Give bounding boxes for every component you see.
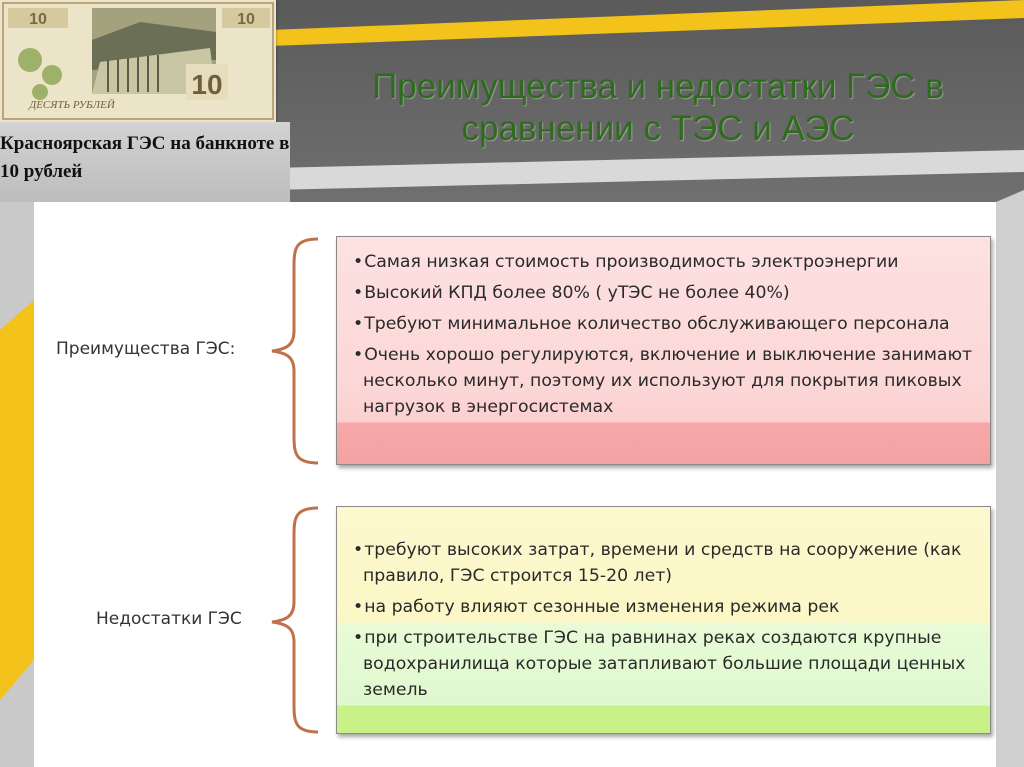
advantage-item-4: Очень хорошо регулируются, включение и в… [345, 342, 985, 420]
caption-box [0, 122, 290, 202]
disadvantage-item-2: на работу влияют сезонные изменения режи… [345, 594, 985, 620]
disadvantage-item-3: при строительстве ГЭС на равнинах реках … [345, 625, 985, 703]
advantages-card: Самая низкая стоимость производимость эл… [336, 236, 991, 465]
disadvantages-card: требуют высоких затрат, времени и средст… [336, 506, 991, 734]
advantage-item-1: Самая низкая стоимость производимость эл… [345, 249, 985, 275]
slide-title: Преимущества и недостатки ГЭС в сравнени… [372, 67, 944, 148]
advantages-brace [271, 237, 319, 465]
banknote-caption: Красноярская ГЭС на банкноте в 10 рублей [0, 133, 290, 182]
disadvantage-item-1: требуют высоких затрат, времени и средст… [345, 537, 985, 589]
svg-text:10: 10 [237, 11, 255, 28]
advantages-label: Преимущества ГЭС: [56, 339, 236, 359]
disadvantages-brace [271, 506, 319, 734]
svg-text:10: 10 [191, 69, 222, 100]
svg-text:ДЕСЯТЬ РУБЛЕЙ: ДЕСЯТЬ РУБЛЕЙ [28, 99, 116, 111]
svg-text:10: 10 [29, 11, 47, 28]
advantage-item-2: Высокий КПД более 80% ( уТЭС не более 40… [345, 280, 985, 306]
advantage-item-3: Требуют минимальное количество обслужива… [345, 311, 985, 337]
banknote-image: 10 10 10 ДЕСЯТЬ РУБЛЕЙ [0, 0, 276, 122]
disadvantages-label: Недостатки ГЭС [96, 609, 242, 629]
